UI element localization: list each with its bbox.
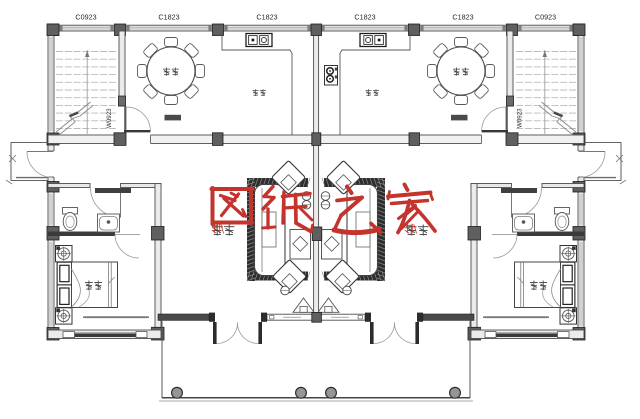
svg-text:C0923: C0923	[75, 13, 96, 22]
svg-text:C1823: C1823	[452, 13, 473, 22]
svg-text:W0923: W0923	[517, 108, 524, 128]
svg-text:C1823: C1823	[158, 13, 179, 22]
svg-text:C0923: C0923	[535, 13, 556, 22]
svg-text:W0923: W0923	[106, 108, 113, 128]
svg-text:C1823: C1823	[354, 13, 375, 22]
svg-text:C1823: C1823	[256, 13, 277, 22]
